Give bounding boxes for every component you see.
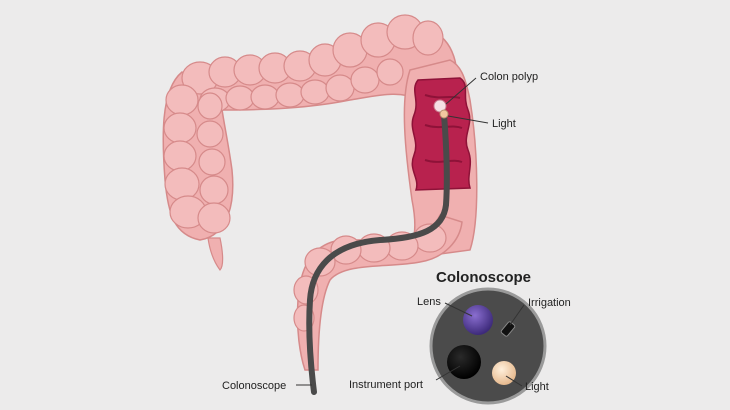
lens-circle [463, 305, 493, 335]
appendix [207, 237, 224, 271]
instrument-port-label: Instrument port [349, 379, 423, 391]
colon-polyp-label: Colon polyp [480, 71, 538, 83]
inset-title: Colonoscope [436, 269, 531, 286]
colon-interior [411, 77, 472, 191]
colonoscope-inset: Colonoscope Lens Irrigation Instrument p… [349, 269, 571, 405]
lens-label: Lens [417, 296, 441, 308]
irrigation-label: Irrigation [528, 297, 571, 309]
light-circle [492, 361, 516, 385]
label-light-top: Light [447, 115, 516, 130]
scope-tip-light [439, 109, 449, 119]
label-colon-polyp: Colon polyp [445, 71, 538, 105]
instrument-port-circle [447, 345, 481, 379]
light-top-label: Light [492, 118, 516, 130]
colonoscope-label: Colonoscope [222, 380, 286, 392]
colon [162, 14, 478, 371]
light-label: Light [525, 381, 549, 393]
colonoscope-tube [306, 112, 450, 395]
label-colonoscope: Colonoscope [222, 380, 312, 392]
irrigation-channel [500, 321, 516, 337]
